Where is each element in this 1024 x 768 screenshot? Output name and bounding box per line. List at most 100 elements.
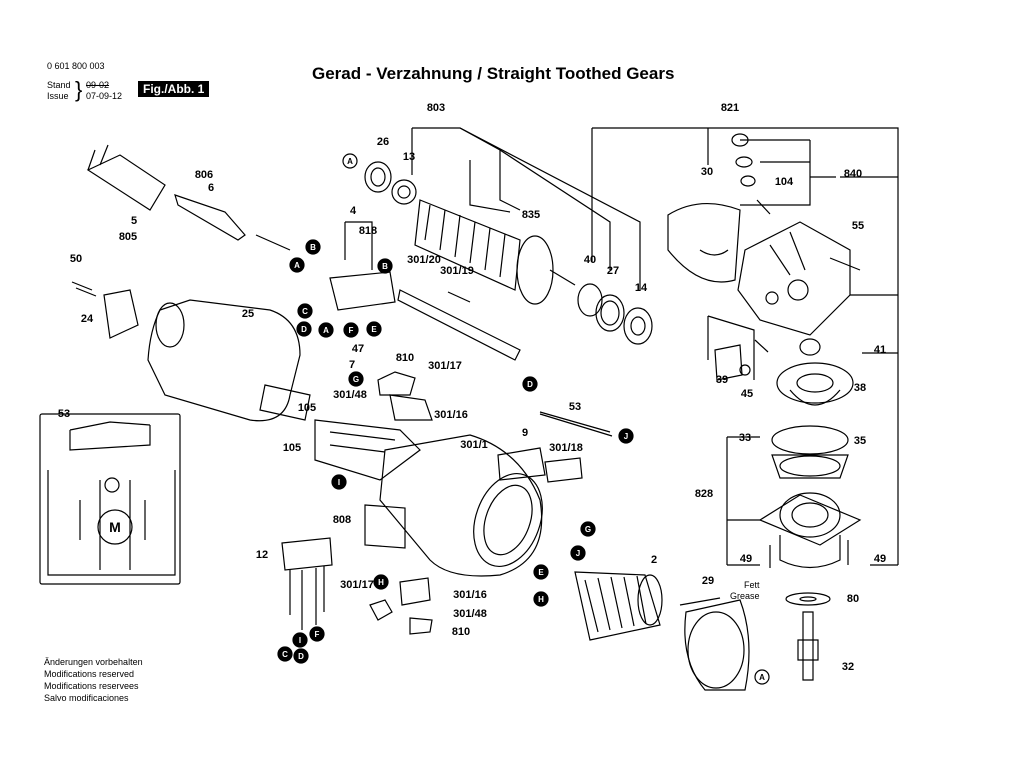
letter-marker: D <box>296 321 312 337</box>
callout-label: 301/19 <box>440 265 474 277</box>
callout-label: 49 <box>874 553 886 565</box>
letter-marker: B <box>377 258 393 274</box>
callout-label: 26 <box>377 136 389 148</box>
callout-label: 53 <box>569 401 581 413</box>
marker-letter: E <box>538 568 544 577</box>
callout-label: 808 <box>333 514 351 526</box>
letter-marker: I <box>292 632 308 648</box>
letter-marker: G <box>580 521 596 537</box>
letter-marker: F <box>309 626 325 642</box>
marker-letter: E <box>371 325 377 334</box>
marker-letter: I <box>338 478 340 487</box>
callout-label: 806 <box>195 169 213 181</box>
callout-label: 27 <box>607 265 619 277</box>
fett-label: Fett <box>744 580 760 590</box>
callout-label: 2 <box>651 554 657 566</box>
callout-label: 49 <box>740 553 752 565</box>
callout-label: 80 <box>847 593 859 605</box>
marker-circle <box>754 669 770 685</box>
callout-label: 810 <box>452 626 470 638</box>
marker-letter: G <box>585 525 591 534</box>
note-line: Modifications reservees <box>44 681 139 691</box>
callout-label: 821 <box>721 102 739 114</box>
callout-label: 55 <box>852 220 864 232</box>
marker-circle <box>533 591 549 607</box>
callout-label: 32 <box>842 661 854 673</box>
marker-circle <box>331 474 347 490</box>
callout-label: 301/1 <box>460 439 488 451</box>
callout-label: 40 <box>584 254 596 266</box>
letter-marker: E <box>533 564 549 580</box>
callout-label: 105 <box>283 442 301 454</box>
letter-marker: G <box>348 371 364 387</box>
letter-marker: I <box>331 474 347 490</box>
callout-label: 45 <box>741 388 753 400</box>
callout-label: 35 <box>854 435 866 447</box>
part-number: 0 601 800 003 <box>47 61 105 71</box>
marker-letter: A <box>347 157 353 166</box>
callout-label: 25 <box>242 308 254 320</box>
note-line: Änderungen vorbehalten <box>44 657 143 667</box>
marker-circle <box>305 239 321 255</box>
marker-letter: A <box>294 261 300 270</box>
marker-letter: D <box>301 325 307 334</box>
callout-label: 301/18 <box>549 442 583 454</box>
letter-marker: C <box>297 303 313 319</box>
marker-letter: D <box>298 652 304 661</box>
stand-label: Stand <box>47 80 71 90</box>
issue-label: Issue <box>47 91 69 101</box>
letter-marker: A <box>754 669 770 685</box>
callout-label: 104 <box>775 176 794 188</box>
note-line: Salvo modificaciones <box>44 693 129 703</box>
marker-circle <box>570 545 586 561</box>
callout-label: 301/16 <box>453 589 487 601</box>
marker-circle <box>343 322 359 338</box>
marker-circle <box>318 322 334 338</box>
marker-letter: J <box>576 549 580 558</box>
marker-circle <box>309 626 325 642</box>
letter-marker: J <box>570 545 586 561</box>
callout-label: 301/16 <box>434 409 468 421</box>
callout-label: 818 <box>359 225 377 237</box>
marker-circle <box>533 564 549 580</box>
grease-label: Grease <box>730 591 760 601</box>
issue-date: 07-09-12 <box>86 91 123 101</box>
callout-label: 9 <box>522 427 528 439</box>
callout-label: 14 <box>635 282 648 294</box>
marker-letter: D <box>527 380 533 389</box>
marker-letter: F <box>315 630 320 639</box>
marker-letter: C <box>282 650 288 659</box>
marker-circle <box>348 371 364 387</box>
callout-label: 301/48 <box>453 608 487 620</box>
callout-label: 805 <box>119 231 137 243</box>
callout-label: 41 <box>874 344 886 356</box>
letter-marker: F <box>343 322 359 338</box>
marker-circle <box>293 648 309 664</box>
callout-label: 50 <box>70 253 82 265</box>
callout-label: 53 <box>58 408 70 420</box>
letter-marker: H <box>533 591 549 607</box>
motor-symbol: M <box>109 519 121 535</box>
callout-label: 39 <box>716 374 728 386</box>
marker-letter: H <box>538 595 544 604</box>
figure-tag: Fig./Abb. 1 <box>138 81 210 97</box>
marker-letter: A <box>759 673 765 682</box>
letter-marker: D <box>293 648 309 664</box>
marker-letter: B <box>382 262 388 271</box>
marker-circle <box>580 521 596 537</box>
marker-letter: A <box>323 326 329 335</box>
marker-circle <box>289 257 305 273</box>
callout-label: 13 <box>403 151 415 163</box>
letter-marker: A <box>342 153 358 169</box>
marker-circle <box>342 153 358 169</box>
callout-label: 301/17 <box>340 579 374 591</box>
callout-label: 7 <box>349 359 355 371</box>
callout-label: 301/17 <box>428 360 462 372</box>
callout-label: 810 <box>396 352 414 364</box>
marker-circle <box>277 646 293 662</box>
letter-marker: H <box>373 574 389 590</box>
callout-label: 301/48 <box>333 389 367 401</box>
callout-label: 835 <box>522 209 540 221</box>
